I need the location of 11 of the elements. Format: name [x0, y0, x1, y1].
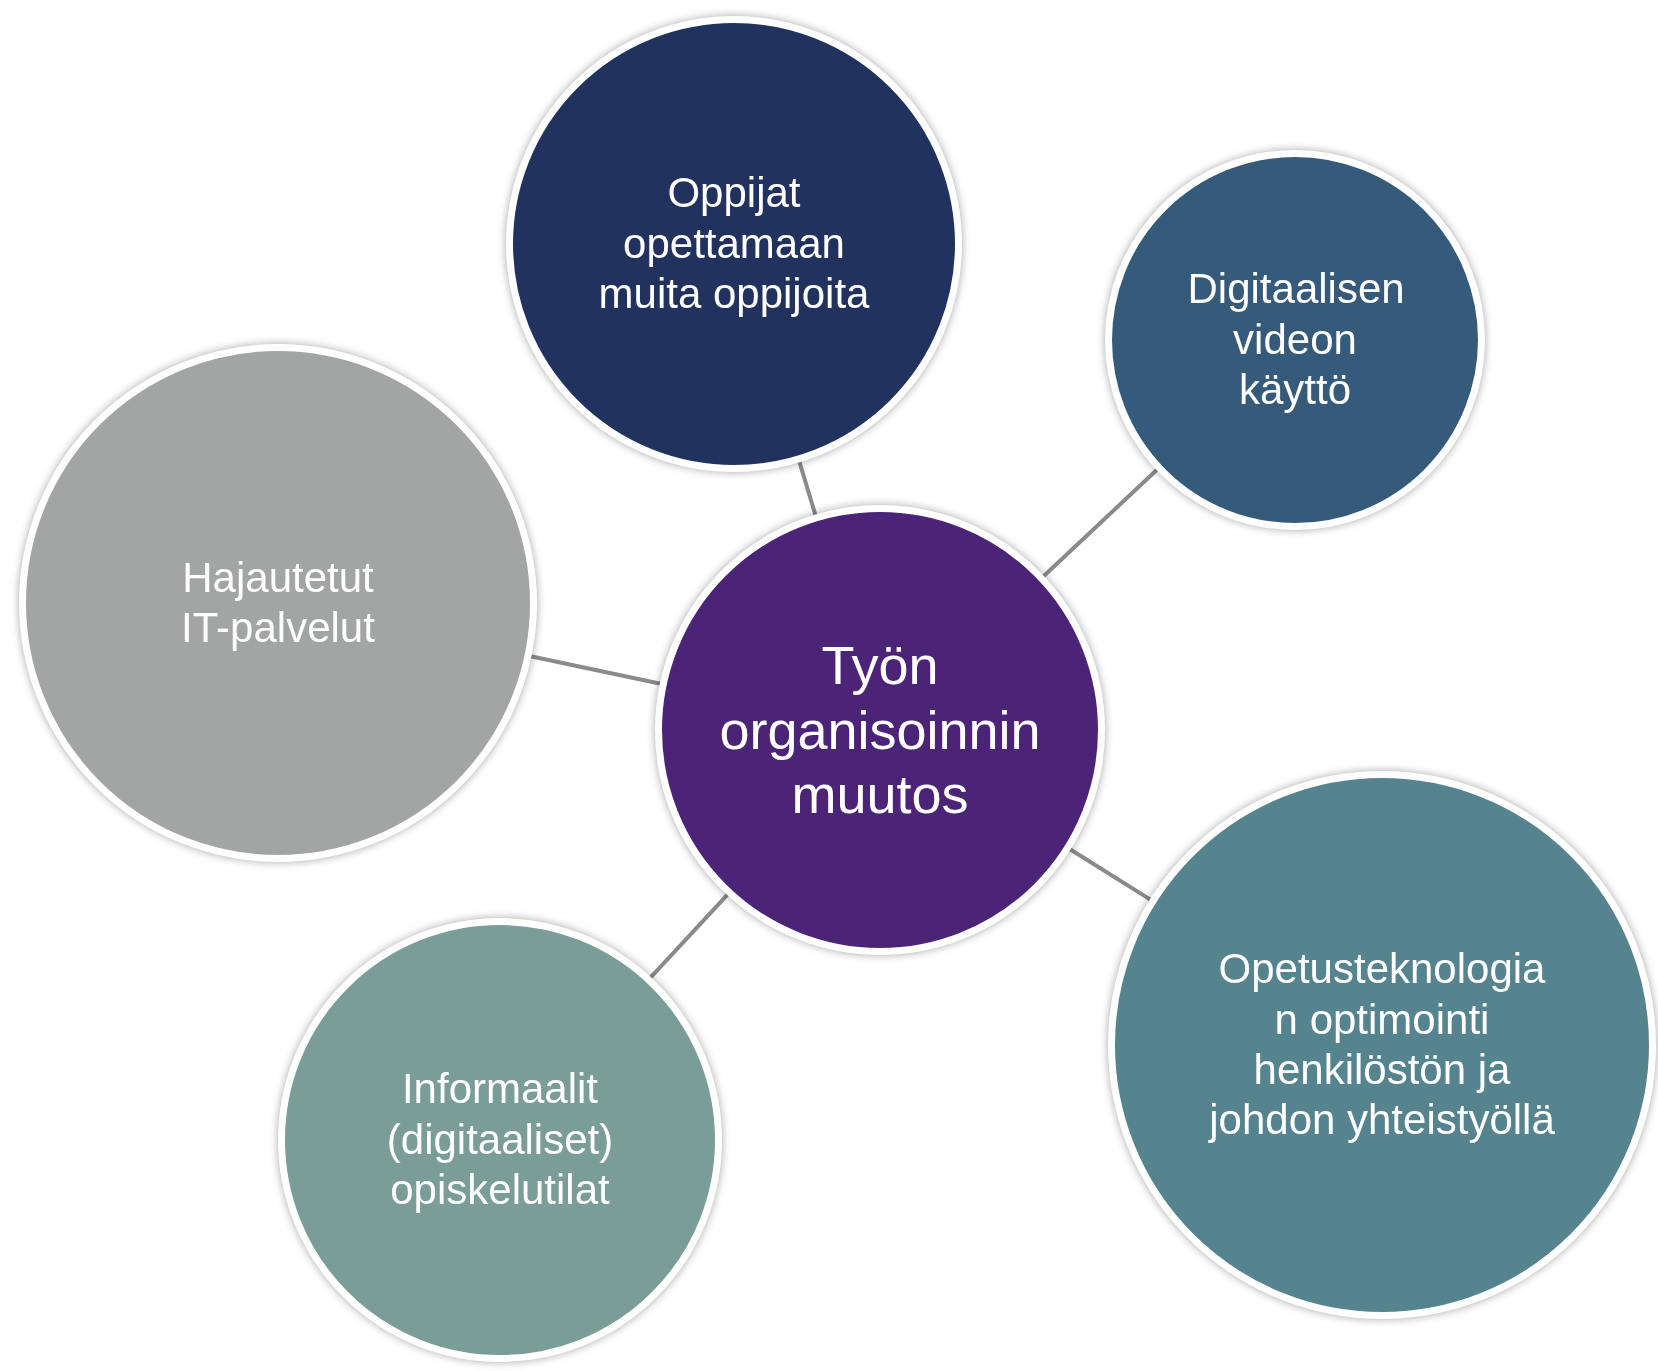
- node-label: Työn organisoinnin muutos: [718, 633, 1042, 827]
- connector-line: [529, 654, 663, 686]
- node-label: Informaalit (digitaaliset) opiskelutilat: [385, 1064, 615, 1216]
- node-label: Digitaalisen videon käyttö: [1187, 264, 1403, 416]
- node-label: Hajautetut IT-palvelut: [180, 552, 376, 653]
- connector-line: [1067, 846, 1153, 903]
- connector-line: [648, 892, 730, 980]
- connector-line: [797, 459, 818, 517]
- node-label: Opetusteknologia n optimointi henkilöstön ja johdon yhteistyöllä: [1207, 944, 1556, 1146]
- node-label: Oppijat opettamaan muita oppijoita: [597, 168, 871, 320]
- connector-line: [1041, 467, 1160, 579]
